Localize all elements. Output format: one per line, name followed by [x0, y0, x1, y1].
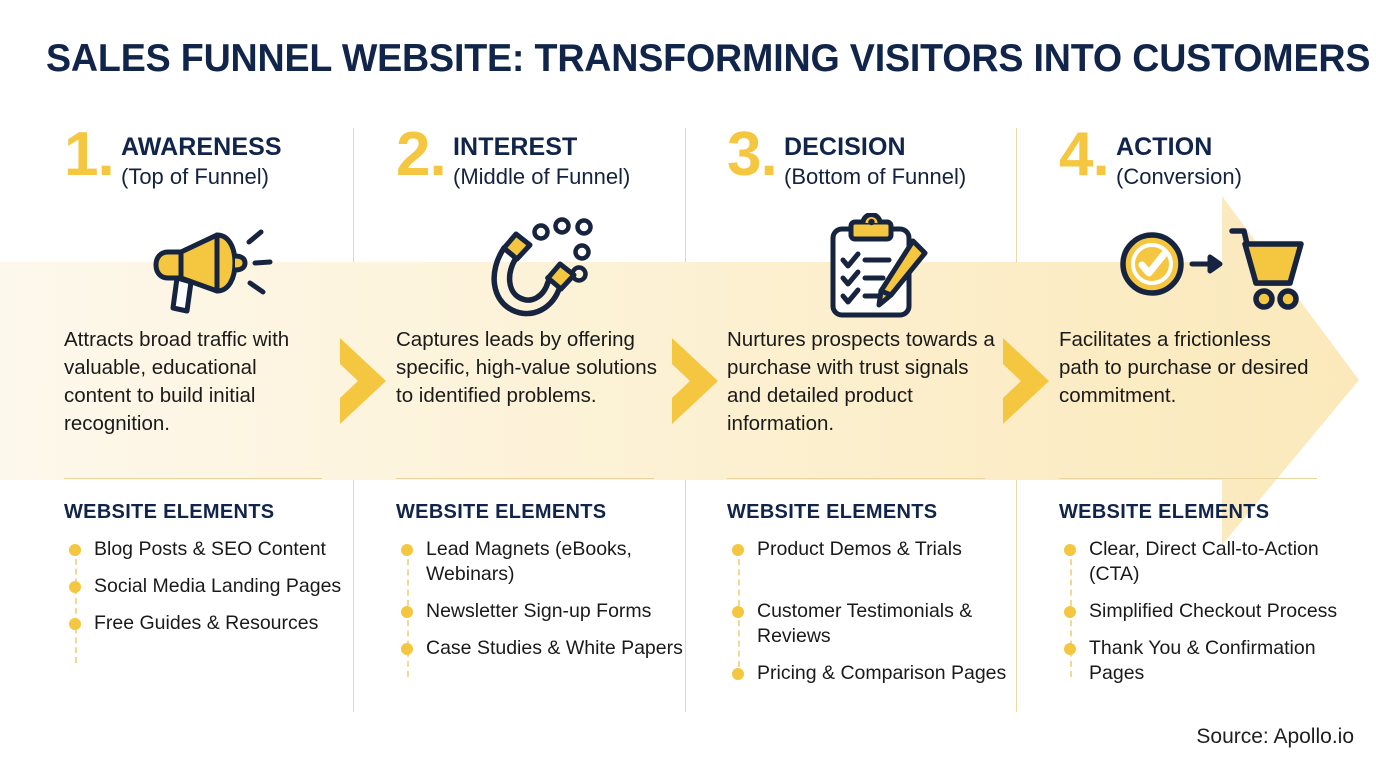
column-separator-1: [353, 128, 354, 262]
bullet-dot-icon: [401, 643, 413, 655]
stage-subtitle: (Conversion): [1116, 164, 1242, 189]
magnet-icon: [491, 217, 593, 317]
list-item: Pricing & Comparison Pages: [727, 661, 1027, 686]
website-elements-heading-4: WEBSITE ELEMENTS: [1059, 501, 1270, 523]
stage-subtitle: (Top of Funnel): [121, 164, 269, 189]
stage-description: Attracts broad traffic with valuable, ed…: [64, 328, 290, 435]
list-item: Social Media Landing Pages: [64, 574, 364, 599]
list-item: Blog Posts & SEO Content: [64, 537, 364, 562]
stage-icon-container: [1059, 212, 1359, 320]
stage-number: 4.: [1059, 120, 1110, 189]
website-elements-list-2: Lead Magnets (eBooks, Webinars) Newslett…: [396, 537, 696, 677]
bullet-dot-icon: [69, 618, 81, 630]
list-item-label: Newsletter Sign-up Forms: [426, 600, 652, 622]
list-item-label: Case Studies & White Papers: [426, 637, 683, 659]
stage-description: Facilitates a frictionless path to purch…: [1059, 328, 1309, 407]
bullet-dot-icon: [1064, 544, 1076, 556]
stage-header: 4. ACTION (Conversion): [1059, 124, 1359, 212]
bullet-dot-icon: [732, 668, 744, 680]
list-item-label: Simplified Checkout Process: [1089, 600, 1338, 622]
stage-column-decision: 3. DECISION (Bottom of Funnel): [727, 124, 1027, 438]
website-elements-heading-2: WEBSITE ELEMENTS: [396, 501, 607, 523]
list-item-label: Customer Testimonials & Reviews: [757, 600, 973, 647]
stage-subtitle: (Bottom of Funnel): [784, 164, 967, 189]
bullet-dot-icon: [1064, 643, 1076, 655]
divider-col-3: [727, 478, 985, 479]
checkmark-cart-icon: [1120, 228, 1304, 310]
stage-description: Captures leads by offering specific, hig…: [396, 328, 657, 407]
list-item: Clear, Direct Call-to-Action (CTA): [1059, 537, 1369, 587]
list-item: Lead Magnets (eBooks, Webinars): [396, 537, 696, 587]
list-item-label: Social Media Landing Pages: [94, 575, 342, 597]
website-elements-heading-3: WEBSITE ELEMENTS: [727, 501, 938, 523]
column-separator-3: [1016, 128, 1017, 262]
website-elements-list-1: Blog Posts & SEO Content Social Media La…: [64, 537, 364, 663]
source-credit: Source: Apollo.io: [1196, 725, 1354, 748]
stage-number: 3.: [727, 120, 778, 189]
stage-name: INTEREST: [453, 133, 578, 161]
stage-name: DECISION: [784, 133, 906, 161]
list-item: Thank You & Confirmation Pages: [1059, 636, 1369, 686]
list-item-label: Product Demos & Trials: [757, 538, 962, 560]
bullet-dot-icon: [401, 544, 413, 556]
stage-number: 2.: [396, 120, 447, 189]
list-item-label: Blog Posts & SEO Content: [94, 538, 326, 560]
megaphone-icon: [153, 229, 273, 314]
list-item-label: Clear, Direct Call-to-Action (CTA): [1089, 538, 1319, 585]
website-elements-list-4: Clear, Direct Call-to-Action (CTA) Simpl…: [1059, 537, 1369, 698]
list-item: Simplified Checkout Process: [1059, 599, 1369, 624]
stage-icon-container: [727, 212, 1027, 320]
website-elements-list-3: Product Demos & Trials Customer Testimon…: [727, 537, 1027, 698]
page-title: SALES FUNNEL WEBSITE: TRANSFORMING VISIT…: [46, 37, 1371, 80]
list-item: Newsletter Sign-up Forms: [396, 599, 696, 624]
stage-name: ACTION: [1116, 133, 1213, 161]
clipboard-checklist-icon: [830, 213, 928, 318]
list-item-label: Lead Magnets (eBooks, Webinars): [426, 538, 632, 585]
bullet-dot-icon: [401, 606, 413, 618]
stage-header: 3. DECISION (Bottom of Funnel): [727, 124, 1027, 212]
stage-column-interest: 2. INTEREST (Middle of Funnel): [396, 124, 696, 410]
list-item: Product Demos & Trials: [727, 537, 1027, 562]
bullet-dot-icon: [732, 606, 744, 618]
column-separator-2b: [685, 480, 686, 712]
stage-icon-container: [64, 212, 364, 320]
stage-subtitle: (Middle of Funnel): [453, 164, 631, 189]
stage-number: 1.: [64, 120, 115, 189]
stage-name: AWARENESS: [121, 133, 282, 161]
bullet-dot-icon: [69, 581, 81, 593]
list-item-label: Thank You & Confirmation Pages: [1089, 637, 1316, 684]
list-item: Case Studies & White Papers: [396, 636, 696, 661]
bullet-connector-line: [74, 549, 77, 663]
stage-column-action: 4. ACTION (Conversion): [1059, 124, 1359, 410]
divider-col-4: [1059, 478, 1317, 479]
bullet-dot-icon: [69, 544, 81, 556]
column-separator-3b: [1016, 480, 1017, 712]
bullet-dot-icon: [732, 544, 744, 556]
column-separator-1b: [353, 480, 354, 712]
list-item: Customer Testimonials & Reviews: [727, 599, 1027, 649]
divider-col-2: [396, 478, 654, 479]
stage-header: 2. INTEREST (Middle of Funnel): [396, 124, 696, 212]
list-item: Free Guides & Resources: [64, 611, 364, 636]
bullet-dot-icon: [1064, 606, 1076, 618]
column-separator-2: [685, 128, 686, 262]
stage-column-awareness: 1. AWARENESS (Top of Funnel): [64, 124, 364, 438]
stage-header: 1. AWARENESS (Top of Funnel): [64, 124, 364, 212]
stage-description: Nurtures prospects towards a purchase wi…: [727, 328, 995, 435]
website-elements-heading-1: WEBSITE ELEMENTS: [64, 501, 275, 523]
divider-col-1: [64, 478, 322, 479]
list-item-label: Free Guides & Resources: [94, 612, 319, 634]
stage-icon-container: [396, 212, 696, 320]
list-item-label: Pricing & Comparison Pages: [757, 662, 1007, 684]
